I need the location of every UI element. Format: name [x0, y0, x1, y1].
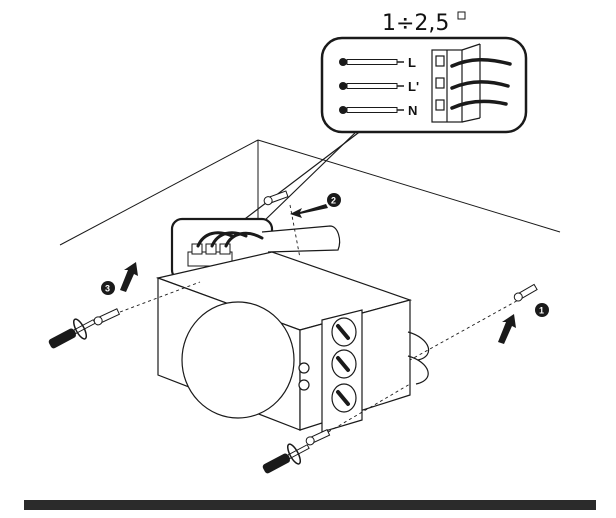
svg-text:1: 1	[539, 306, 544, 316]
knob-2	[331, 349, 357, 379]
svg-text:2: 2	[331, 196, 336, 206]
square-mm-symbol	[457, 11, 466, 20]
step-badge-1: 1	[535, 303, 549, 317]
device-body	[155, 251, 413, 431]
wire-label-L-prime: L'	[408, 79, 419, 94]
footer-bar	[24, 500, 596, 510]
adjustment-knobs	[321, 309, 363, 433]
terminal-wires	[450, 58, 512, 110]
wire-label-N: N	[408, 103, 417, 118]
screwdriver-icon	[48, 318, 310, 474]
step-badge-3: 3	[101, 281, 115, 295]
mounting-bracket	[407, 331, 430, 385]
arrow-icon	[120, 204, 516, 344]
step-badge-2: 2	[327, 193, 341, 207]
wire-L	[339, 58, 404, 66]
wall-corner	[59, 139, 561, 246]
wire-L-prime	[339, 82, 404, 90]
knob-3	[331, 383, 357, 413]
knob-1	[331, 317, 357, 347]
svg-text:3: 3	[105, 284, 110, 294]
wire-label-L: L	[408, 55, 416, 70]
wiring-callout: L L' N	[232, 36, 528, 229]
wire-N	[339, 106, 404, 114]
screw-icon	[93, 190, 538, 446]
cross-section-label: 1÷2,5	[382, 11, 449, 36]
